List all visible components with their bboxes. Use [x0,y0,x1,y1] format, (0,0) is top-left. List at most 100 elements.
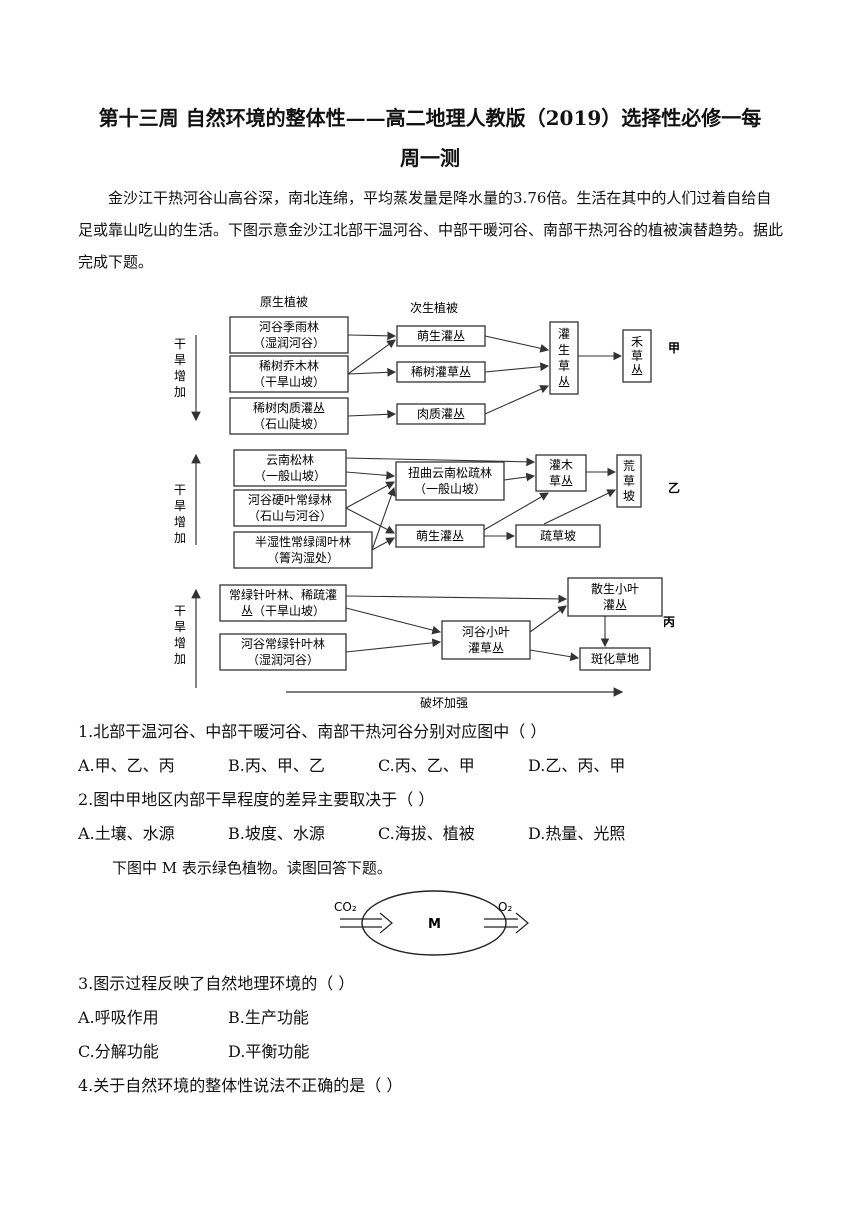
destruction-label: 破坏加强 [420,695,468,710]
photosynthesis-diagram: CO₂ M O₂ [334,890,529,956]
svg-text:灌: 灌 [558,327,570,341]
svg-text:旱: 旱 [174,499,186,513]
svg-text:（干旱山坡）: （干旱山坡） [253,375,325,389]
yi-stage3-1 [535,454,587,492]
question-1-stem: 1.北部干温河谷、中部干暖河谷、南部干热河谷分别对应图中（ ） [78,722,547,741]
q2-option-a[interactable]: A.土壤、水源 [78,824,175,843]
svg-text:灌丛: 灌丛 [603,598,627,612]
svg-text:云南松林: 云南松林 [266,452,314,467]
svg-text:稀树肉质灌丛: 稀树肉质灌丛 [253,400,325,415]
jia-primary-2 [229,355,349,393]
region-label-yi: 乙 [668,481,680,495]
svg-text:河谷小叶: 河谷小叶 [462,625,510,639]
yi-primary-1 [233,449,347,487]
q1-option-a[interactable]: A.甲、乙、丙 [78,756,175,775]
svg-text:灌木: 灌木 [549,458,573,472]
co2-arrow-icon [340,912,393,934]
svg-text:稀树乔木林: 稀树乔木林 [259,358,319,373]
dryness-label-jia: 干 旱 增 加 [174,337,186,399]
svg-text:干: 干 [174,337,186,351]
question-4-stem: 4.关于自然环境的整体性说法不正确的是（ ） [78,1076,403,1095]
svg-text:扭曲云南松疏林: 扭曲云南松疏林 [408,465,492,480]
page-title-line2: 周一测 [400,146,460,170]
svg-text:（一般山坡）: （一般山坡） [254,468,326,483]
svg-text:草: 草 [631,349,643,363]
svg-text:灌草丛: 灌草丛 [468,641,504,655]
question-3-stem: 3.图示过程反映了自然地理环境的（ ） [78,974,355,993]
svg-text:旱: 旱 [174,620,186,634]
svg-text:河谷季雨林: 河谷季雨林 [259,320,319,334]
svg-text:（湿润河谷）: （湿润河谷） [253,335,325,350]
yi-stage3-2 [515,524,601,548]
o2-label: O₂ [498,900,512,914]
bing-stage3-2 [579,647,651,671]
q1-option-b[interactable]: B.丙、甲、乙 [228,756,325,775]
svg-text:丛（干旱山坡）: 丛（干旱山坡） [241,604,325,618]
svg-text:（湿润河谷）: （湿润河谷） [247,652,319,667]
dryness-label-yi: 干 旱 增 加 [174,483,186,545]
m-label: M [428,917,441,932]
q2-option-d[interactable]: D.热量、光照 [528,824,626,843]
intro-2: 下图中 M 表示绿色植物。读图回答下题。 [112,859,392,877]
question-2-stem: 2.图中甲地区内部干旱程度的差异主要取决于（ ） [78,790,435,809]
svg-text:常绿针叶林、稀疏灌: 常绿针叶林、稀疏灌 [229,587,337,602]
svg-text:（石山陡坡）: （石山陡坡） [253,417,325,431]
bing-primary-2 [219,633,347,671]
svg-text:增: 增 [174,369,186,383]
header-primary: 原生植被 [260,294,308,309]
co2-label: CO₂ [334,900,357,914]
q1-option-d[interactable]: D.乙、丙、甲 [528,756,626,775]
region-label-jia: 甲 [668,341,680,355]
jia-primary-3 [229,397,349,435]
svg-text:禾: 禾 [631,335,643,349]
vegetation-succession-diagram: 原生植被 次生植被 干 旱 增 加 河谷季雨林 （湿润河谷） 稀树乔木林 （干旱… [174,294,680,710]
header-secondary: 次生植被 [410,300,458,315]
yi-stage4 [616,454,642,508]
svg-text:加: 加 [174,531,186,545]
q3-option-d[interactable]: D.平衡功能 [228,1042,310,1061]
svg-text:草: 草 [558,359,570,373]
svg-text:干: 干 [174,483,186,497]
svg-text:散生小叶: 散生小叶 [591,581,639,596]
yi-primary-2 [233,489,347,527]
q3-option-c[interactable]: C.分解功能 [78,1042,159,1061]
q2-option-c[interactable]: C.海拔、植被 [378,824,475,843]
dryness-label-bing: 干 旱 增 加 [174,604,186,666]
svg-text:稀树灌草丛: 稀树灌草丛 [411,364,471,379]
svg-text:旱: 旱 [174,353,186,367]
svg-text:（箐沟湿处）: （箐沟湿处） [267,550,339,565]
svg-text:（石山与河谷）: （石山与河谷） [248,509,332,523]
svg-text:加: 加 [174,652,186,666]
bing-secondary [441,620,531,660]
svg-text:增: 增 [174,636,186,650]
yi-secondary-1 [395,461,505,501]
svg-text:河谷硬叶常绿林: 河谷硬叶常绿林 [248,492,332,507]
jia-stage4 [622,329,652,383]
o2-arrow-icon [484,912,529,934]
svg-text:增: 增 [174,515,186,529]
jia-stage3 [549,321,579,395]
svg-text:加: 加 [174,385,186,399]
svg-text:干: 干 [174,604,186,618]
svg-text:（一般山坡）: （一般山坡） [414,481,486,496]
page-title-line1: 第十三周 自然环境的整体性——高二地理人教版（2019）选择性必修一每 [98,106,762,130]
bing-stage3-1 [567,577,663,617]
svg-text:丛: 丛 [558,375,570,389]
region-label-bing: 丙 [663,615,675,629]
svg-text:丛: 丛 [631,363,643,377]
svg-text:生: 生 [558,343,570,357]
svg-text:坡: 坡 [623,489,635,503]
svg-text:草丛: 草丛 [549,474,573,488]
q3-option-b[interactable]: B.生产功能 [228,1008,309,1027]
svg-text:斑化草地: 斑化草地 [591,652,639,666]
q3-option-a[interactable]: A.呼吸作用 [78,1008,159,1027]
svg-text:疏草坡: 疏草坡 [540,528,576,543]
q2-option-b[interactable]: B.坡度、水源 [228,824,325,843]
svg-text:萌生灌丛: 萌生灌丛 [417,329,465,343]
bing-primary-1 [219,584,347,622]
svg-text:肉质灌丛: 肉质灌丛 [417,407,465,421]
svg-text:半湿性常绿阔叶林: 半湿性常绿阔叶林 [255,534,351,549]
q1-option-c[interactable]: C.丙、乙、甲 [378,756,475,775]
svg-text:萌生灌丛: 萌生灌丛 [416,529,464,543]
svg-text:草: 草 [623,474,635,488]
